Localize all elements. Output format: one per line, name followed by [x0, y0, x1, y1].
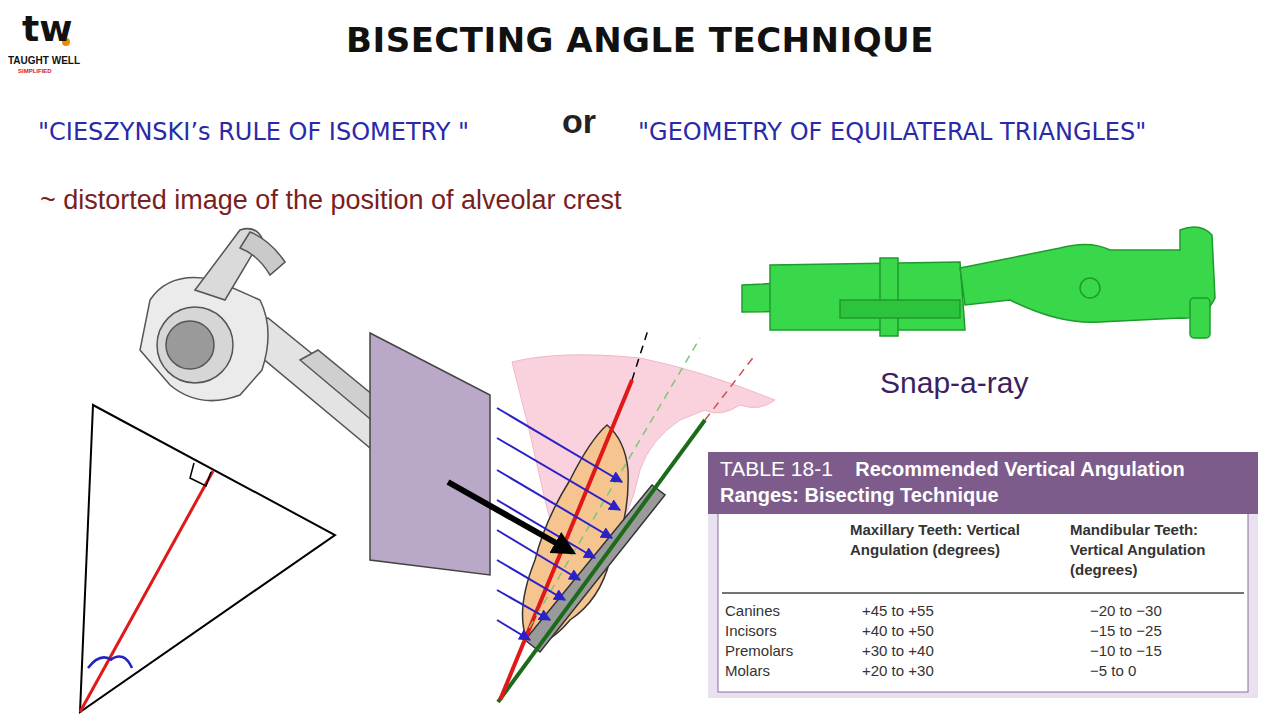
rule-name: "GEOMETRY OF EQUILATERAL TRIANGLES" [638, 118, 1146, 146]
film-plane [498, 420, 705, 702]
xray-beams [497, 408, 622, 640]
title: BISECTING ANGLE TECHNIQUE [0, 20, 1280, 60]
table-cell: Canines [725, 602, 780, 619]
table-cell: +20 to +30 [862, 662, 934, 679]
central-ray [448, 482, 572, 552]
rule-name: "CIESZYNSKI’s RULE OF ISOMETRY " [38, 118, 469, 146]
table-column-header: Maxillary Teeth: Vertical Angulation (de… [850, 520, 1040, 560]
position-indicating-device [370, 333, 490, 575]
dashed-line [705, 355, 755, 420]
table-cell: +30 to +40 [862, 642, 934, 659]
table-number: TABLE 18-1 [720, 457, 833, 480]
tooth-axis [522, 338, 700, 640]
table-panel [708, 452, 1258, 698]
table-cell: −5 to 0 [1090, 662, 1136, 679]
note: ~ distorted image of the position of alv… [40, 185, 622, 216]
snap-a-ray-holder [742, 227, 1215, 338]
table-column-header: Mandibular Teeth: Vertical Angulation (d… [1070, 520, 1245, 580]
table-cell: Molars [725, 662, 770, 679]
table-cell: −10 to −15 [1090, 642, 1162, 659]
table-header: TABLE 18-1 Recommended Vertical Angulati… [708, 452, 1258, 514]
dashed-line [632, 330, 648, 380]
table-cell: +45 to +55 [862, 602, 934, 619]
triangle-figure [80, 405, 335, 712]
table-cell: +40 to +50 [862, 622, 934, 639]
logo-mark: tw [22, 8, 72, 49]
logo-subtext: SIMPLIFIED [18, 68, 52, 74]
table-cell: −15 to −25 [1090, 622, 1162, 639]
logo-text: TAUGHT WELL [8, 55, 80, 66]
connector-word: or [562, 102, 596, 141]
table-cell: Premolars [725, 642, 793, 659]
table-cell: Incisors [725, 622, 777, 639]
table-cell: −20 to −30 [1090, 602, 1162, 619]
holder-name: Snap-a-ray [880, 366, 1028, 400]
